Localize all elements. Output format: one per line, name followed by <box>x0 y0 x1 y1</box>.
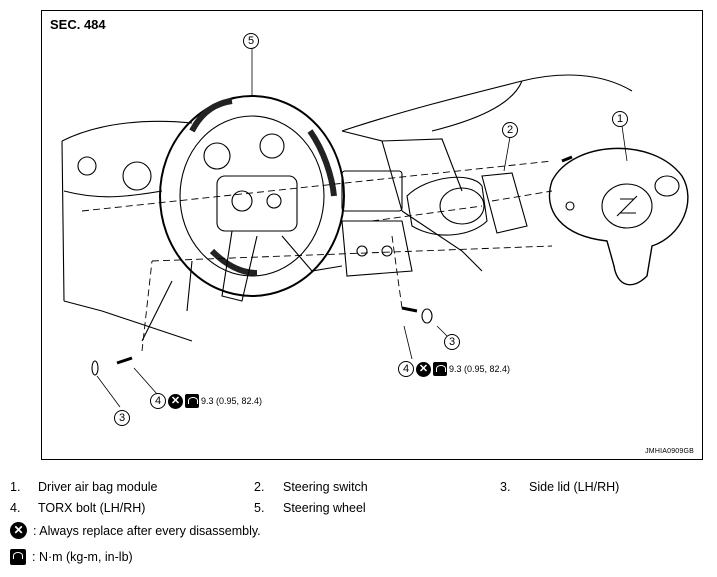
callout-3-right: 3 <box>444 334 460 350</box>
callout-3-left: 3 <box>114 410 130 426</box>
legend-item-4-number: 4. <box>10 501 21 515</box>
callout-4-left: 4 <box>150 393 166 409</box>
legend-item-4-label: TORX bolt (LH/RH) <box>38 501 146 515</box>
callout-4-right: 4 <box>398 361 414 377</box>
torque-value-right: 9.3 (0.95, 82.4) <box>449 364 511 374</box>
legend-item-5-label: Steering wheel <box>283 501 366 515</box>
section-label: SEC. 484 <box>50 17 106 32</box>
legend-replace-note: : Always replace after every disassembly… <box>33 523 261 538</box>
circle-x-icon: ✕ <box>10 522 27 539</box>
torque-wrench-icon <box>10 549 26 565</box>
circle-x-icon: ✕ <box>168 393 183 409</box>
diagram-frame: SEC. 484 5 2 1 3 3 4 ✕ 9.3 (0.95, 82.4) … <box>41 10 703 460</box>
legend-torque-row: : N·m (kg-m, in-lb) <box>10 549 133 565</box>
legend-replace-row: ✕ : Always replace after every disassemb… <box>10 522 261 539</box>
callout-1: 1 <box>612 111 628 127</box>
callout-5: 5 <box>243 33 259 49</box>
torque-wrench-icon <box>433 362 447 376</box>
legend-item-2-label: Steering switch <box>283 480 368 494</box>
legend-item-3-number: 3. <box>500 480 511 494</box>
torque-value-left: 9.3 (0.95, 82.4) <box>201 396 263 406</box>
callout-2: 2 <box>502 122 518 138</box>
circle-x-icon: ✕ <box>416 361 431 377</box>
legend-item-3-label: Side lid (LH/RH) <box>529 480 620 494</box>
steering-assembly-drawing <box>61 48 689 408</box>
legend-item-1-label: Driver air bag module <box>38 480 158 494</box>
legend-item-2-number: 2. <box>254 480 265 494</box>
torque-spec-right: 4 ✕ 9.3 (0.95, 82.4) <box>398 361 510 377</box>
legend-item-5-number: 5. <box>254 501 265 515</box>
legend-item-1-number: 1. <box>10 480 21 494</box>
torque-spec-left: 4 ✕ 9.3 (0.95, 82.4) <box>150 393 262 409</box>
legend-torque-note: : N·m (kg-m, in-lb) <box>32 550 133 564</box>
torque-wrench-icon <box>185 394 199 408</box>
image-code: JMHIA0909GB <box>645 448 694 455</box>
